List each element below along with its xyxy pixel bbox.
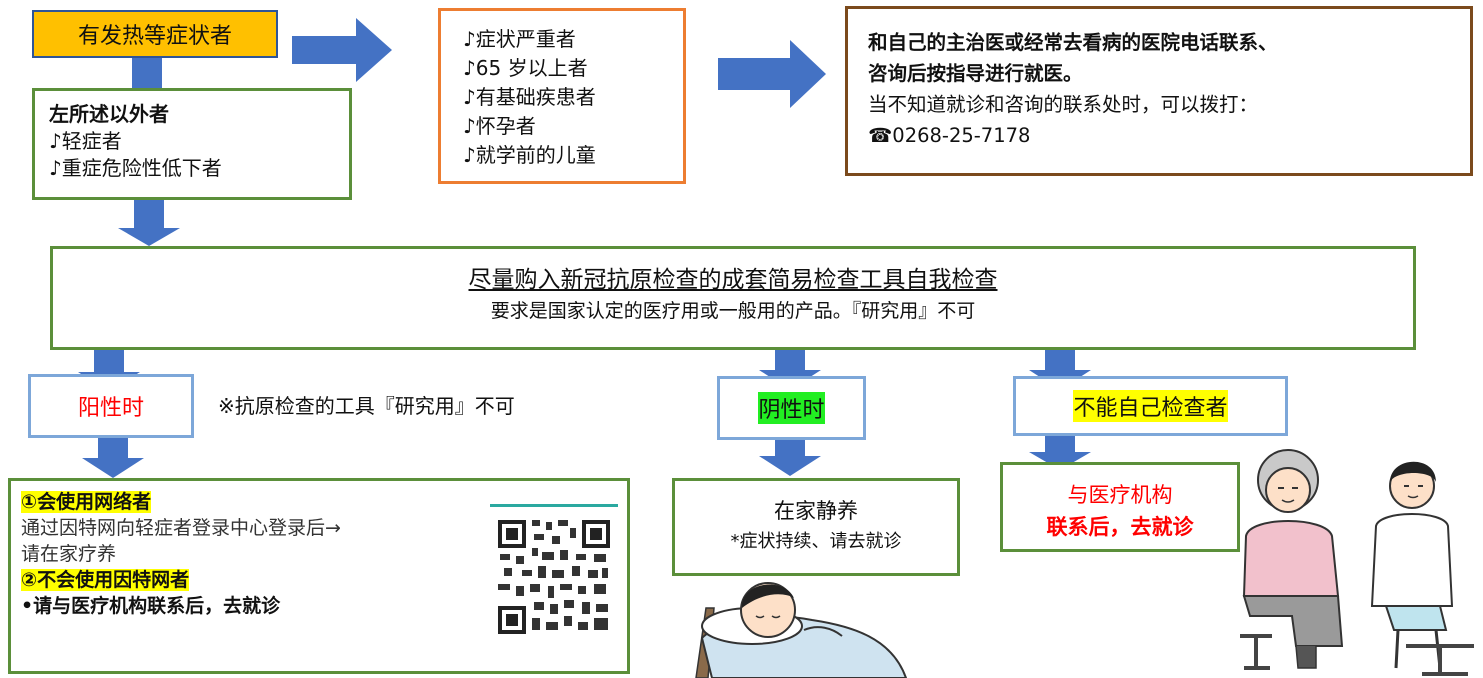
cannot-test-outcome: 联系后，去就诊 — [1046, 515, 1194, 539]
negative-outcome-box: 在家静养 *症状持续、请去就诊 — [672, 478, 960, 576]
arrow-negative-to-outcome — [759, 440, 821, 476]
contact-phone: 0268-25-7178 — [892, 124, 1031, 147]
self-test-subtitle: 要求是国家认定的医疗用或一般用的产品。『研究用』不可 — [490, 300, 976, 322]
no-internet-title: ②不会使用因特网者 — [21, 569, 190, 591]
contact-note: 当不知道就诊和咨询的联系处时，可以拨打： — [868, 93, 1259, 116]
cannot-test-label: 不能自己检查者 — [1073, 390, 1228, 422]
high-risk-item: ♪就学前的儿童 — [463, 143, 596, 167]
positive-label-box: 阳性时 — [28, 374, 194, 438]
sick-child-illustration — [695, 582, 908, 678]
cannot-test-outcome-box: 与医疗机构 联系后，去就诊 — [1000, 462, 1240, 552]
contact-instruction: 咨询后按指导进行就医。 — [868, 62, 1083, 85]
self-test-title: 尽量购入新冠抗原检查的成套简易检查工具自我检查 — [468, 267, 998, 293]
arrow-highrisk-to-contact — [718, 40, 826, 108]
arrow-cannot-to-outcome — [1029, 434, 1091, 470]
cannot-test-outcome: 与医疗机构 — [1067, 483, 1173, 507]
contact-box: 和自己的主治医或经常去看病的医院电话联系、 咨询后按指导进行就医。 当不知道就诊… — [845, 6, 1473, 176]
negative-outcome-note: *症状持续、请去就诊 — [730, 531, 902, 552]
other-title: 左所述以外者 — [49, 102, 169, 126]
high-risk-box: ♪症状严重者 ♪65 岁以上者 ♪有基础疾患者 ♪怀孕者 ♪就学前的儿童 — [438, 8, 686, 184]
arrow-start-to-other — [132, 58, 162, 90]
high-risk-item: ♪症状严重者 — [463, 27, 576, 51]
arrow-start-to-highrisk — [292, 18, 392, 82]
contact-phone-row: ☎0268-25-7178 — [868, 120, 1470, 151]
negative-label: 阴性时 — [758, 392, 825, 424]
other-item: ♪重症危险性低下者 — [49, 156, 222, 180]
arrow-positive-to-outcome — [82, 437, 144, 478]
positive-note: ※抗原检查的工具『研究用』不可 — [218, 394, 515, 418]
cannot-test-label-box: 不能自己检查者 — [1013, 376, 1288, 436]
start-label: 有发热等症状者 — [77, 24, 232, 49]
other-item: ♪轻症者 — [49, 129, 122, 153]
negative-label-box: 阴性时 — [717, 376, 866, 440]
high-risk-item: ♪有基础疾患者 — [463, 85, 596, 109]
consultation-illustration — [1240, 449, 1474, 676]
qr-code-image[interactable] — [490, 504, 618, 640]
internet-title: ①会使用网络者 — [21, 491, 152, 513]
internet-instruction: 通过因特网向轻症者登录中心登录后→ — [21, 517, 341, 539]
high-risk-item: ♪65 岁以上者 — [463, 56, 588, 80]
contact-instruction: 和自己的主治医或经常去看病的医院电话联系、 — [868, 31, 1278, 54]
self-test-box: 尽量购入新冠抗原检查的成套简易检查工具自我检查 要求是国家认定的医疗用或一般用的… — [50, 246, 1416, 350]
internet-instruction: 请在家疗养 — [21, 543, 117, 565]
positive-label: 阳性时 — [77, 396, 144, 421]
phone-icon: ☎ — [868, 124, 893, 147]
start-box: 有发热等症状者 — [32, 10, 278, 58]
negative-outcome-title: 在家静养 — [774, 499, 858, 523]
high-risk-item: ♪怀孕者 — [463, 114, 536, 138]
other-box: 左所述以外者 ♪轻症者 ♪重症危险性低下者 — [32, 88, 352, 200]
arrow-other-to-selftest — [118, 200, 180, 246]
no-internet-instruction: •请与医疗机构联系后，去就诊 — [21, 595, 281, 617]
